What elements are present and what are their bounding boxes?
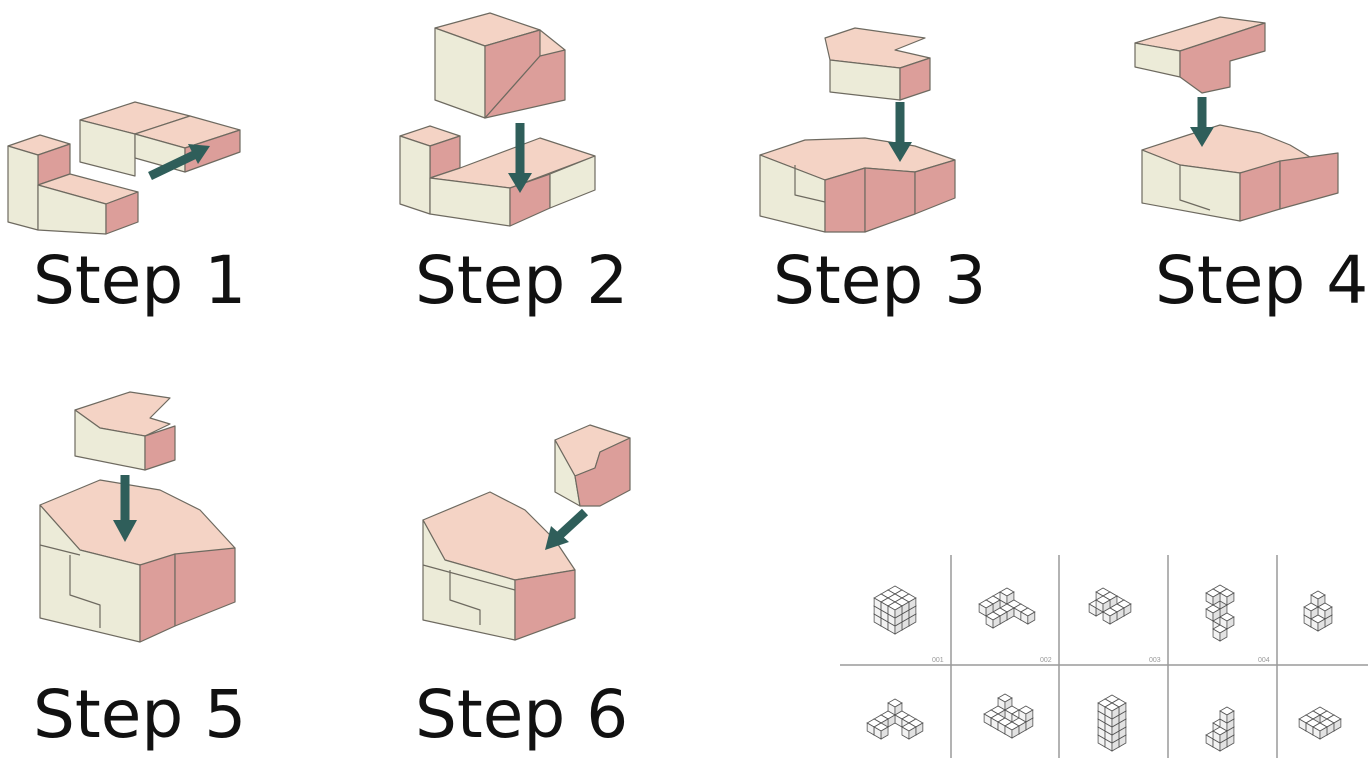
step-5-label: Step 5 <box>33 682 246 748</box>
catalog-cell-number: 004 <box>1258 657 1270 664</box>
step-6-label: Step 6 <box>415 682 628 748</box>
step-6-illustration <box>405 420 665 650</box>
step-3-illustration <box>755 20 1015 240</box>
step-4-illustration <box>1130 5 1368 235</box>
step-4-label: Step 4 <box>1155 248 1368 314</box>
step-3-label: Step 3 <box>773 248 986 314</box>
step-1-label: Step 1 <box>33 248 246 314</box>
step-1-illustration <box>0 80 260 240</box>
step-4-panel: Step 4 <box>1130 5 1368 320</box>
step-1-panel: Step 1 <box>0 80 260 320</box>
step-5-panel: Step 5 <box>0 380 260 755</box>
shape-catalog: 001 002 003 004 <box>840 555 1368 758</box>
catalog-cell-number: 003 <box>1149 657 1161 664</box>
step-2-label: Step 2 <box>415 248 628 314</box>
catalog-cell-number: 002 <box>1040 657 1052 664</box>
step-3-panel: Step 3 <box>755 20 1015 320</box>
shape-catalog-grid: 001 002 003 004 <box>840 555 1368 758</box>
step-2-panel: Step 2 <box>390 8 650 328</box>
step-6-panel: Step 6 <box>405 420 665 755</box>
catalog-cell-number: 001 <box>932 657 944 664</box>
step-5-illustration <box>0 380 260 650</box>
step-6-arrow <box>545 512 585 550</box>
step-2-illustration <box>390 8 650 238</box>
